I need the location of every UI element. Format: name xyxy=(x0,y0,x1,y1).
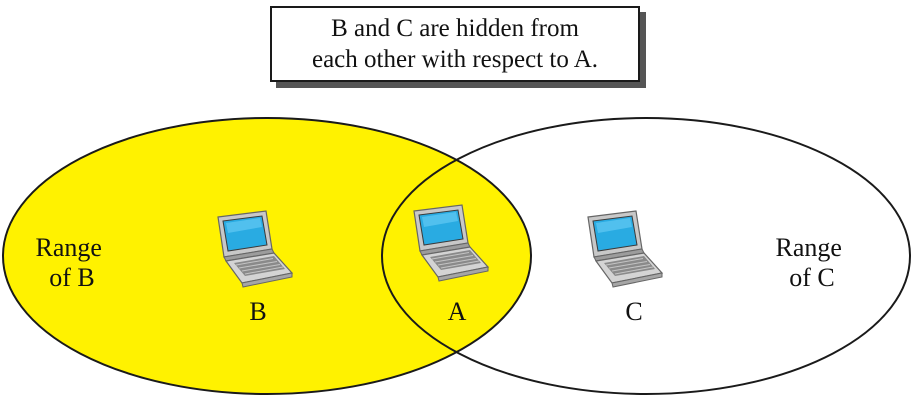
range-c-ellipse xyxy=(381,117,911,395)
caption-line-1: B and C are hidden from xyxy=(331,15,579,42)
caption-line-2: each other with respect to A. xyxy=(311,46,598,73)
range-b-label: Range of B xyxy=(36,233,109,292)
node-a-label: A xyxy=(448,297,467,326)
range-c-label: Range of C xyxy=(776,233,849,292)
node-c-label: C xyxy=(625,297,642,326)
caption-box: B and C are hidden from each other with … xyxy=(270,6,640,82)
node-b-label: B xyxy=(249,297,266,326)
laptop-icon xyxy=(587,210,663,288)
